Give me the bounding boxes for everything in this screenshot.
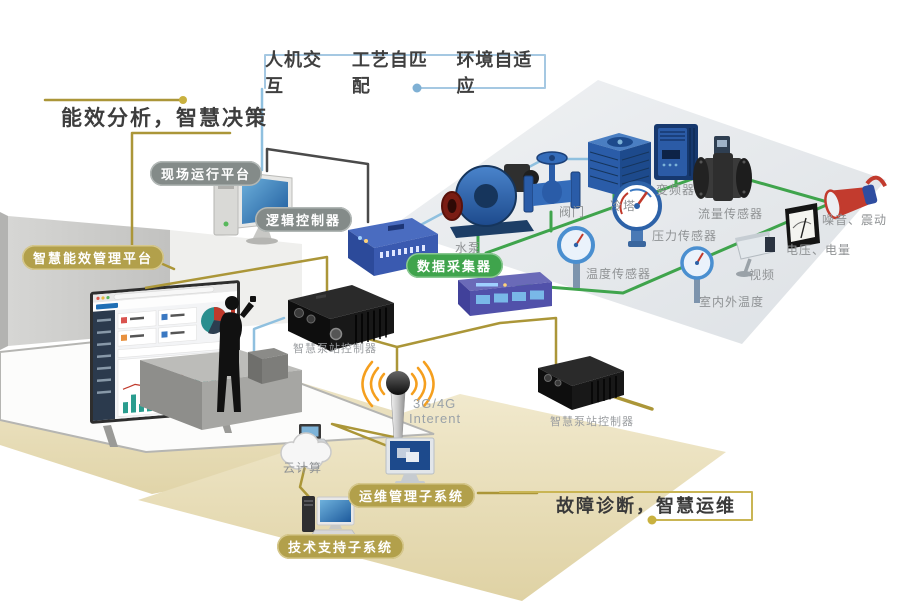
indoor-outdoor-temp-icon <box>680 246 714 303</box>
voltage-meter-icon <box>785 203 820 249</box>
valve-icon <box>523 151 581 213</box>
pump-controller-2-icon <box>538 356 654 411</box>
pressure-sensor-icon <box>612 181 662 247</box>
server-box <box>248 348 288 384</box>
pump-controller-1-icon <box>288 285 394 351</box>
field-pc-icon <box>213 171 293 245</box>
data-collector-icon <box>458 272 552 316</box>
cloud-icon <box>280 424 332 470</box>
camera-icon <box>735 231 775 277</box>
hmi-callout-border <box>264 54 546 89</box>
noise-vibration-icon <box>824 175 887 220</box>
connection-lines <box>43 54 847 525</box>
temperature-sensor-icon <box>557 226 595 288</box>
flow-sensor-icon <box>693 136 752 201</box>
om-monitor-icon <box>385 437 435 485</box>
plc-icon <box>348 218 438 276</box>
vfd-icon <box>654 124 698 180</box>
support-pc-icon <box>302 496 357 537</box>
kpi-cards <box>117 307 197 347</box>
dark-line <box>265 147 370 224</box>
pump-icon <box>441 164 539 238</box>
person-silhouette <box>217 296 256 412</box>
